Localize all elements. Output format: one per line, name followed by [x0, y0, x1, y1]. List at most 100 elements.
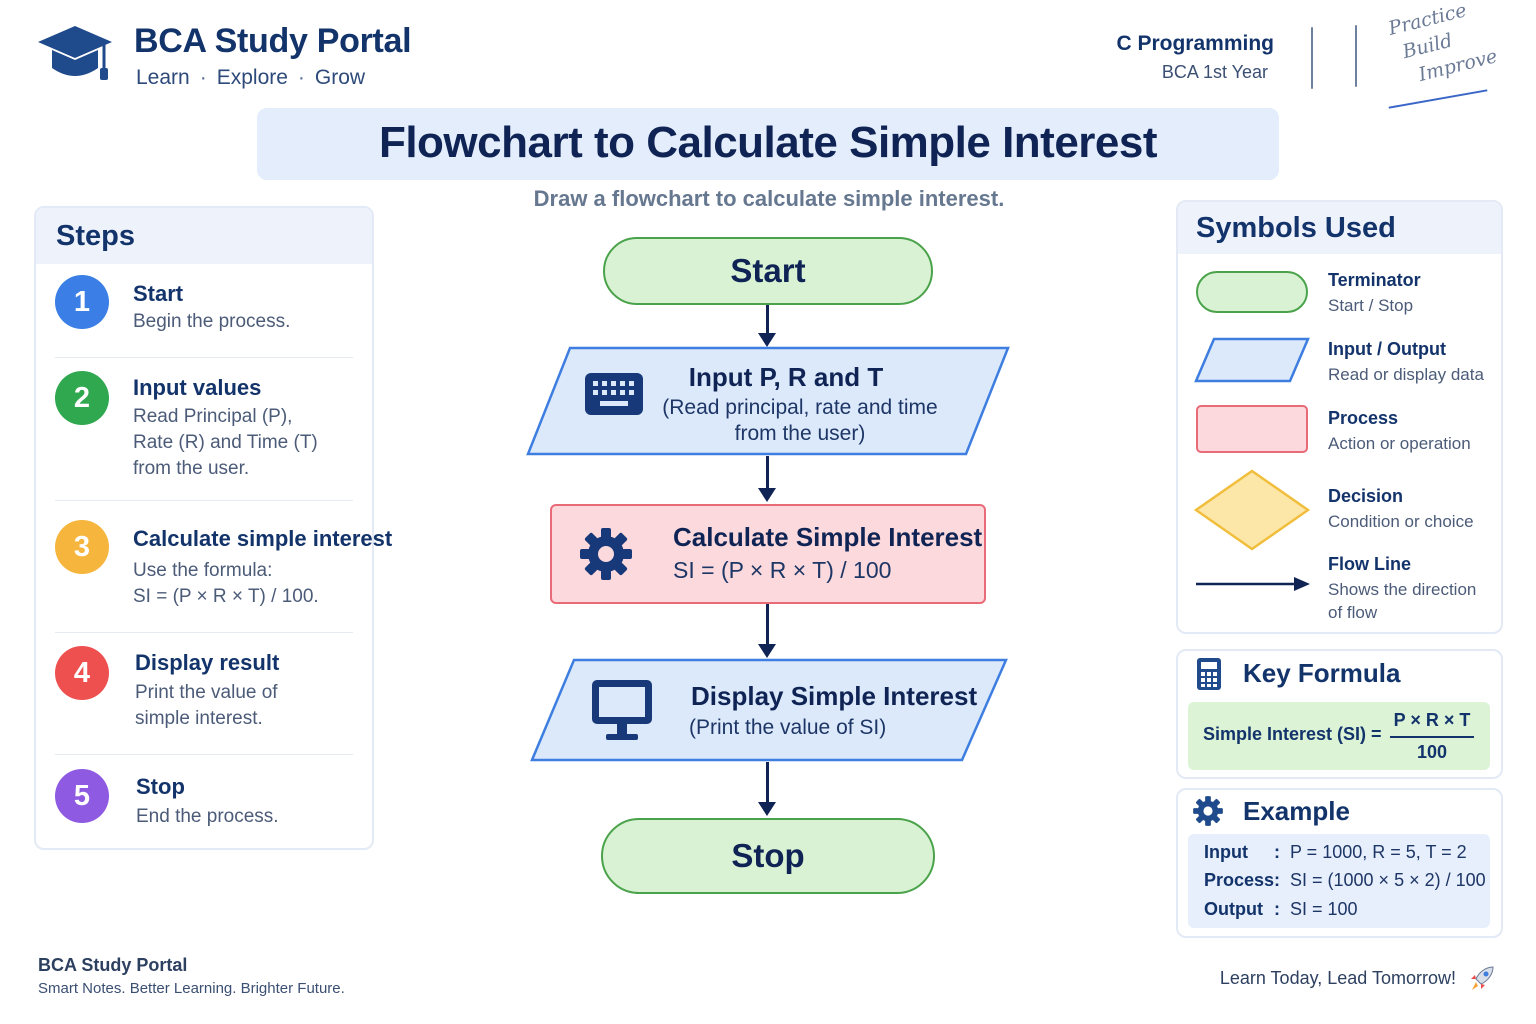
- gear-icon: [578, 526, 634, 587]
- input-node-line: from the user): [734, 422, 866, 445]
- output-node-title: Display Simple Interest: [691, 681, 978, 711]
- step-description: End the process.: [136, 804, 279, 830]
- motto-handwritten: Practice Build Improve: [1380, 0, 1500, 94]
- steps-panel-header: [36, 208, 372, 264]
- step-number-badge: 4: [55, 646, 109, 700]
- page-subtitle: Draw a flowchart to calculate simple int…: [533, 186, 1005, 211]
- step-divider: [55, 500, 353, 501]
- step-description-line: Use the formula:: [133, 560, 273, 581]
- symbol-description: Shows the direction of flow: [1328, 578, 1476, 624]
- step-divider: [55, 357, 353, 358]
- example-box: [1188, 834, 1490, 928]
- step-heading: Input values: [133, 375, 262, 400]
- example-key: Process: [1204, 870, 1275, 890]
- example-value: SI = (1000 × 5 × 2) / 100: [1290, 870, 1486, 890]
- flow-line: [766, 456, 769, 490]
- symbol-description-line: Shows the direction: [1328, 580, 1477, 599]
- formula-denominator: 100: [1416, 742, 1448, 762]
- example-colon: :: [1274, 842, 1280, 862]
- process-node-title: Calculate Simple Interest: [673, 522, 983, 552]
- symbol-name: Decision: [1328, 486, 1404, 506]
- step-heading: Start: [133, 281, 184, 306]
- example-title: Example: [1243, 796, 1350, 826]
- header-divider: [1311, 27, 1313, 89]
- flow-line-symbol: [1196, 577, 1310, 591]
- flow-arrowhead: [758, 488, 776, 502]
- input-node-title: Input P, R and T: [688, 362, 884, 392]
- tagline-grow: Grow: [314, 66, 366, 89]
- flow-arrowhead: [758, 333, 776, 347]
- tagline-explore: Explore: [216, 66, 288, 89]
- brand-title: BCA Study Portal: [134, 22, 412, 60]
- input-node-line: (Read principal, rate and time: [662, 396, 938, 419]
- step-number-badge: 1: [55, 275, 109, 329]
- example-value: P = 1000, R = 5, T = 2: [1290, 842, 1467, 862]
- step-number-badge: 5: [55, 769, 109, 823]
- gear-icon: [1192, 795, 1224, 832]
- terminator-symbol: [1196, 271, 1308, 313]
- flowchart-start-terminator: Start: [603, 237, 933, 305]
- step-number-badge: 2: [55, 371, 109, 425]
- symbol-description: Action or operation: [1328, 434, 1471, 453]
- step-description-line: End the process.: [136, 806, 279, 827]
- example-value: SI = 100: [1290, 899, 1358, 919]
- step-divider: [55, 754, 353, 755]
- output-node-description: (Print the value of SI): [689, 715, 886, 741]
- flow-line: [766, 305, 769, 335]
- step-description-line: simple interest.: [135, 708, 263, 729]
- rocket-icon: [1466, 964, 1496, 999]
- tagline-learn: Learn: [136, 66, 190, 89]
- flow-arrowhead: [758, 802, 776, 816]
- symbol-name: Terminator: [1328, 270, 1421, 290]
- page-title: Flowchart to Calculate Simple Interest: [378, 118, 1158, 167]
- step-description: Begin the process.: [133, 309, 290, 335]
- step-description: Print the value of simple interest.: [135, 680, 278, 732]
- calculator-icon: [1196, 657, 1222, 696]
- example-colon: :: [1274, 870, 1280, 890]
- step-divider: [55, 632, 353, 633]
- symbol-name: Input / Output: [1328, 339, 1446, 359]
- process-symbol: [1196, 405, 1308, 453]
- tagline-separator: ·: [297, 66, 305, 89]
- step-heading: Stop: [136, 774, 185, 799]
- symbol-description: Condition or choice: [1328, 512, 1474, 531]
- step-description-line: from the user.: [133, 458, 250, 479]
- footer-slogan: Learn Today, Lead Tomorrow!: [1219, 968, 1456, 988]
- formula-numerator: P × R × T: [1393, 710, 1471, 730]
- monitor-icon: [590, 678, 654, 747]
- title-banner: [257, 108, 1279, 180]
- formula-label: Simple Interest (SI) =: [1203, 724, 1382, 744]
- symbol-description: Start / Stop: [1328, 296, 1414, 315]
- example-key: Output: [1204, 899, 1263, 919]
- symbols-panel-header: [1178, 202, 1501, 254]
- step-number-badge: 3: [55, 520, 109, 574]
- course-title: C Programming: [1116, 32, 1274, 55]
- flow-line: [766, 604, 769, 646]
- step-description-line: Print the value of: [135, 682, 278, 703]
- example-key: Input: [1204, 842, 1248, 862]
- header-divider: [1355, 25, 1357, 87]
- step-heading: Calculate simple interest: [133, 526, 393, 551]
- output-node-line: (Print the value of SI): [689, 716, 887, 739]
- symbol-description: Read or display data: [1328, 365, 1484, 384]
- course-year: BCA 1st Year: [1161, 62, 1268, 82]
- footer-brand: BCA Study Portal: [38, 955, 188, 975]
- step-description: Read Principal (P), Rate (R) and Time (T…: [133, 404, 318, 482]
- symbol-description-line: of flow: [1328, 603, 1378, 622]
- step-description-line: Rate (R) and Time (T): [133, 432, 318, 453]
- flow-line: [766, 762, 769, 804]
- flowchart-input-shape: [526, 346, 1010, 456]
- step-description-line: Begin the process.: [133, 311, 291, 332]
- input-node-description: (Read principal, rate and time from the …: [640, 395, 960, 447]
- step-heading: Display result: [135, 650, 280, 675]
- step-description-line: Read Principal (P),: [133, 406, 293, 427]
- footer-tagline: Smart Notes. Better Learning. Brighter F…: [38, 980, 345, 997]
- parallelogram-symbol: [1194, 337, 1310, 383]
- formula-fraction-bar: [1390, 736, 1474, 738]
- process-node-formula: SI = (P × R × T) / 100: [673, 557, 892, 583]
- flowchart-stop-terminator: Stop: [601, 818, 935, 894]
- step-description: Use the formula: SI = (P × R × T) / 100.: [133, 558, 319, 610]
- key-formula-title: Key Formula: [1243, 658, 1401, 688]
- graduation-cap-icon: [36, 24, 114, 91]
- symbol-name: Flow Line: [1328, 554, 1411, 574]
